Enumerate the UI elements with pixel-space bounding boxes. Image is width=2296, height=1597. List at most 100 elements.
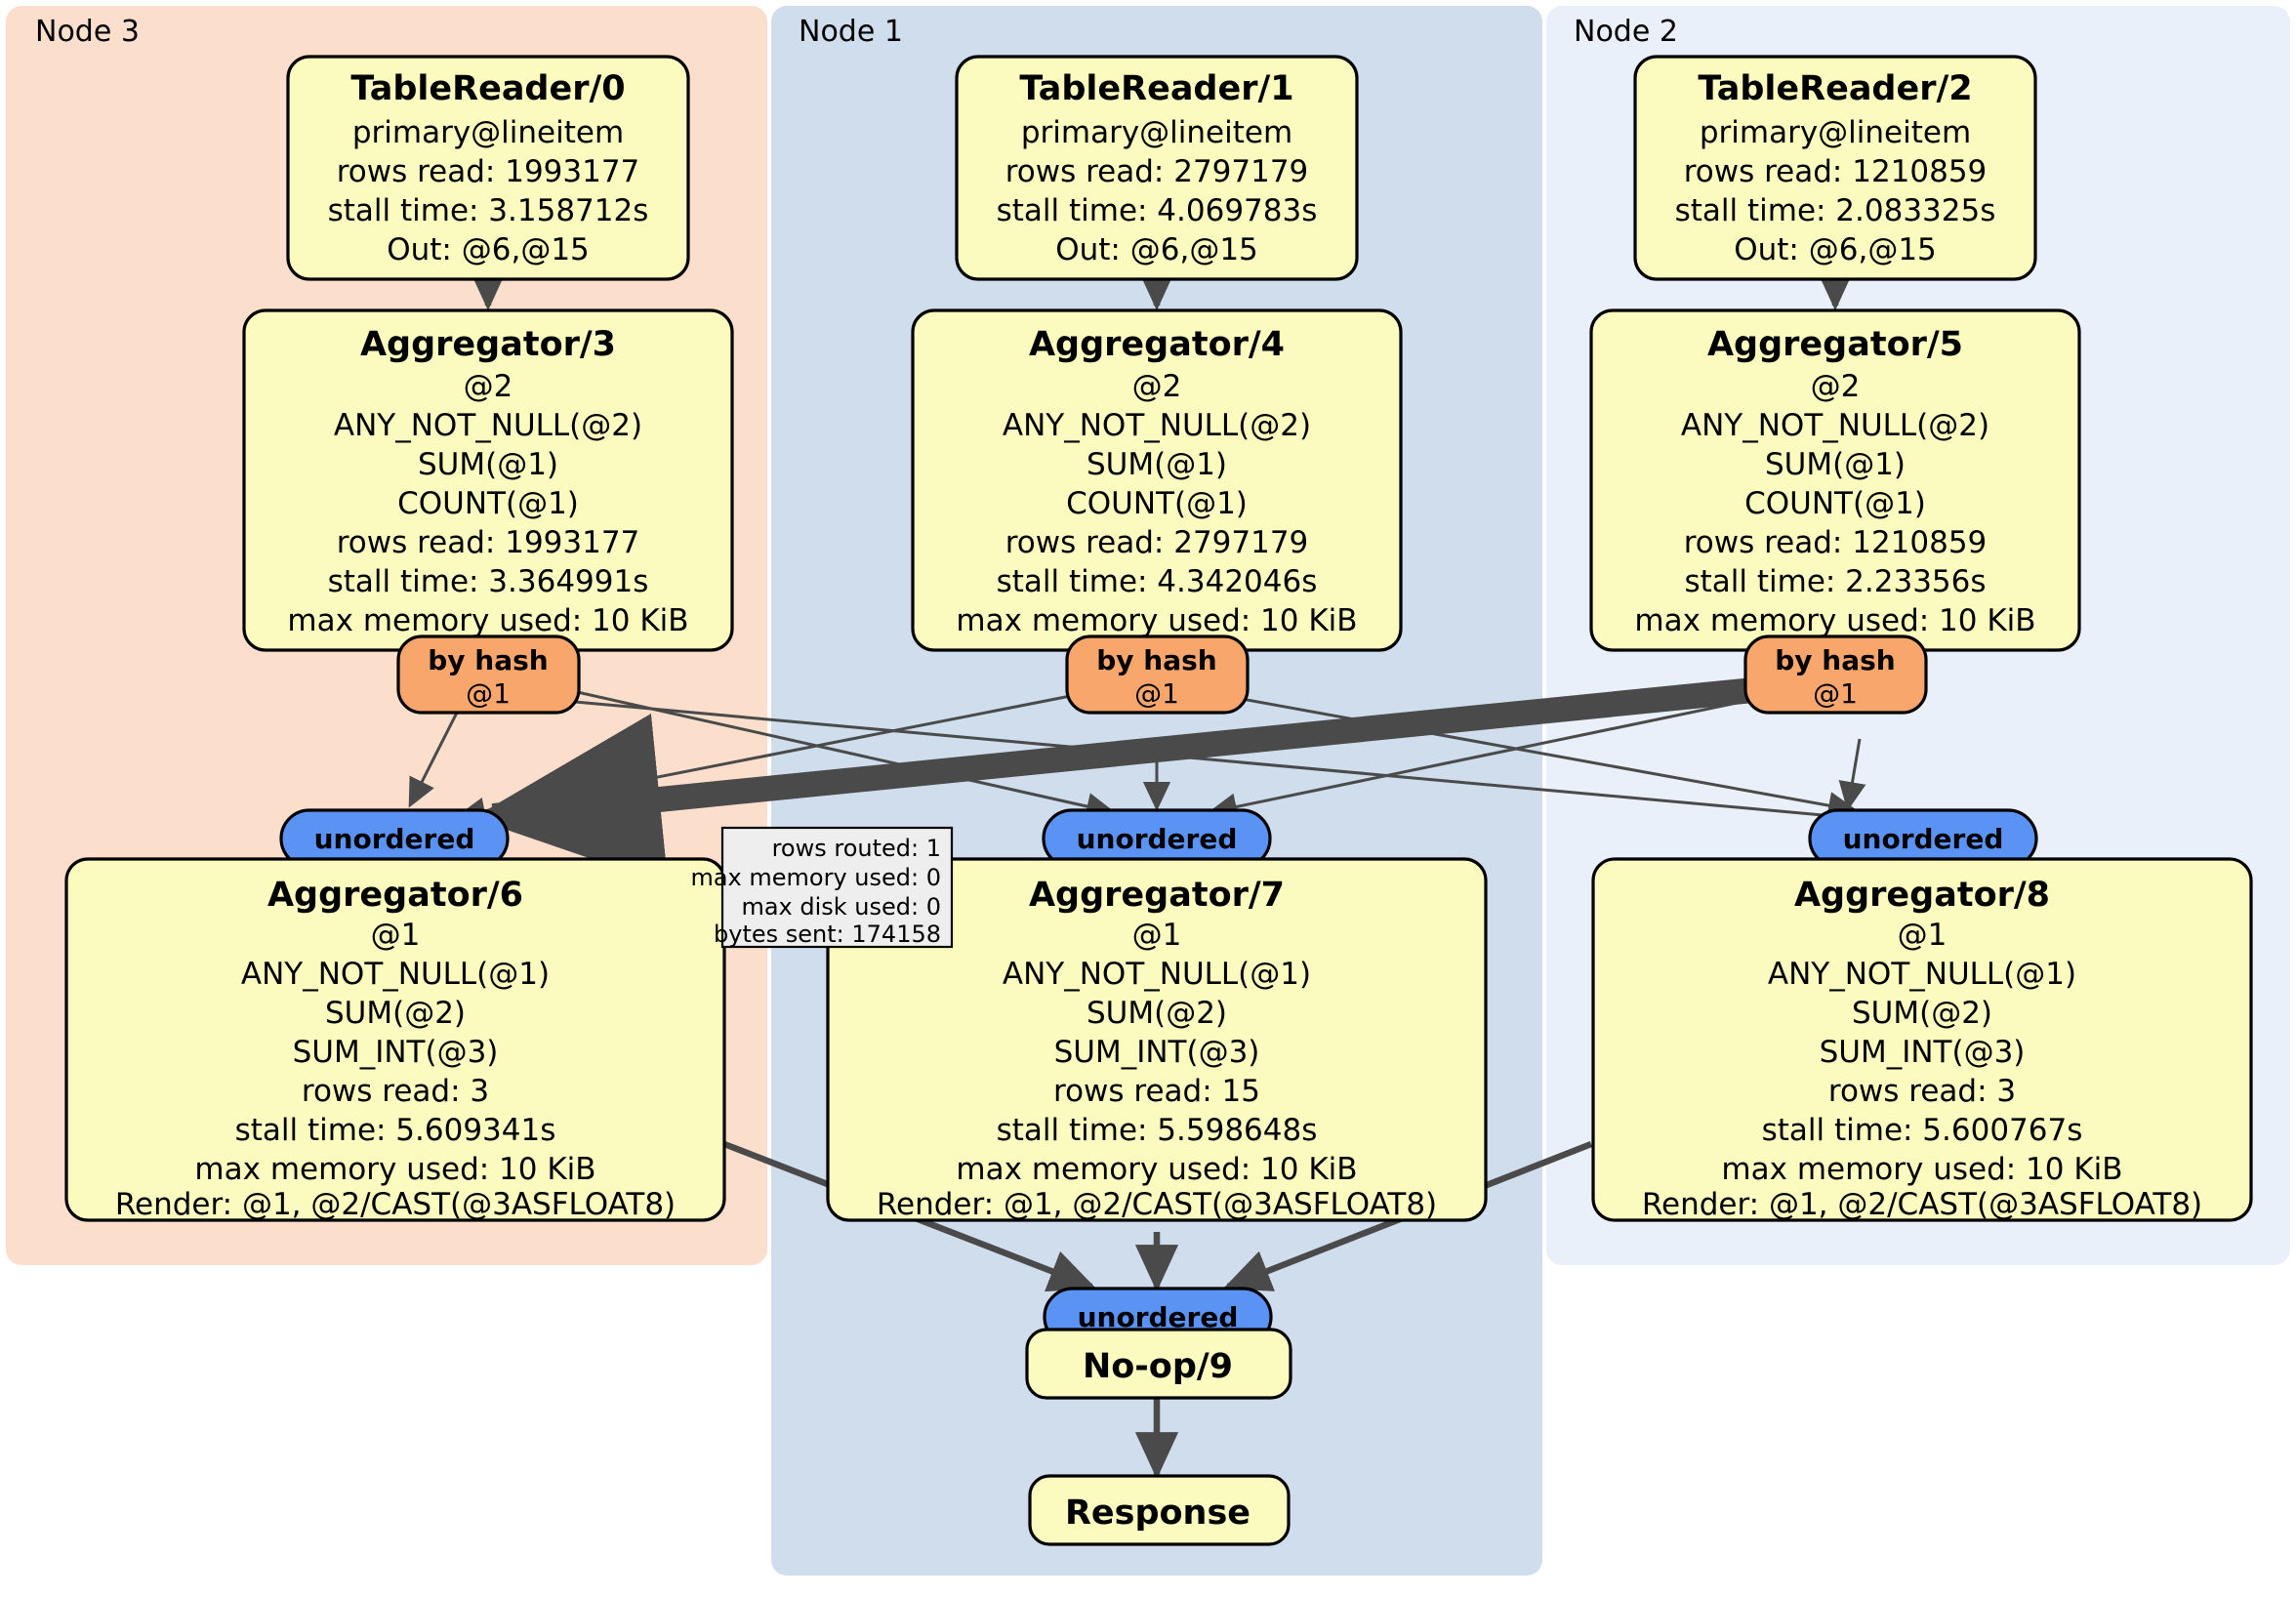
aggregator5-line-4: rows read: 1210859 — [1684, 525, 1988, 560]
aggregator4-line-3: COUNT(@1) — [1066, 486, 1248, 521]
edge-hash5-unord6 — [472, 673, 1804, 885]
aggregator7-line-0: @1 — [1132, 918, 1182, 953]
tablereader1-line-2: stall time: 4.069783s — [997, 193, 1318, 228]
cluster-node3-label: Node 3 — [35, 15, 140, 49]
byhash5-title: by hash — [1775, 644, 1895, 676]
processor-aggregator5[interactable]: Aggregator/5 @2 ANY_NOT_NULL(@2) SUM(@1)… — [1589, 308, 2081, 652]
aggregator6-line-4: rows read: 3 — [302, 1074, 489, 1109]
aggregator3-line-0: @2 — [464, 369, 513, 404]
aggregator7-line-1: ANY_NOT_NULL(@1) — [1003, 957, 1311, 992]
noop9-title: No-op/9 — [1083, 1347, 1233, 1386]
sync-unordered7[interactable]: unordered — [1042, 808, 1272, 869]
tablereader0-title: TableReader/0 — [350, 69, 625, 108]
aggregator4-line-2: SUM(@1) — [1086, 447, 1227, 482]
aggregator8-line-2: SUM(@2) — [1852, 996, 1992, 1031]
tablereader0-line-2: stall time: 3.158712s — [328, 193, 649, 228]
aggregator4-line-0: @2 — [1132, 369, 1182, 404]
aggregator7-title: Aggregator/7 — [1029, 876, 1285, 915]
byhash5-pill[interactable] — [1743, 635, 1928, 715]
edge-hash5-unord7 — [1208, 693, 1776, 821]
aggregator8-line-3: SUM_INT(@3) — [1820, 1035, 2026, 1070]
tablereader0-line-0: primary@lineitem — [352, 115, 624, 150]
processor-noop9[interactable]: No-op/9 — [1025, 1328, 1292, 1400]
aggregator4-line-4: rows read: 2797179 — [1005, 525, 1309, 560]
processor-tablereader2[interactable]: TableReader/2 primary@lineitem rows read… — [1633, 55, 2037, 281]
aggregator3-line-6: max memory used: 10 KiB — [287, 603, 688, 638]
sync-unordered8[interactable]: unordered — [1808, 808, 2038, 869]
router-byhash4[interactable]: by hash @1 — [1065, 635, 1250, 715]
processor-tablereader1[interactable]: TableReader/1 primary@lineitem rows read… — [955, 55, 1359, 281]
byhash4-pill[interactable] — [1065, 635, 1250, 715]
edge-stats-line-2: max disk used: 0 — [741, 893, 941, 921]
aggregator7-line-6: max memory used: 10 KiB — [956, 1152, 1357, 1187]
aggregator7-line-2: SUM(@2) — [1086, 996, 1227, 1031]
router-byhash3[interactable]: by hash @1 — [396, 635, 581, 715]
aggregator3-line-3: COUNT(@1) — [397, 486, 579, 521]
noop9-box[interactable] — [1025, 1328, 1292, 1400]
processor-aggregator3[interactable]: Aggregator/3 @2 ANY_NOT_NULL(@2) SUM(@1)… — [242, 308, 734, 652]
aggregator8-box[interactable] — [1591, 857, 2253, 1222]
aggregator6-line-1: ANY_NOT_NULL(@1) — [241, 957, 550, 992]
aggregator3-line-4: rows read: 1993177 — [337, 525, 640, 560]
unordered7-label: unordered — [1077, 823, 1238, 855]
aggregator3-title: Aggregator/3 — [360, 325, 616, 364]
aggregator7-line-4: rows read: 15 — [1053, 1074, 1260, 1109]
router-byhash5[interactable]: by hash @1 — [1743, 635, 1928, 715]
aggregator8-line-1: ANY_NOT_NULL(@1) — [1768, 957, 2076, 992]
cluster-node2-label: Node 2 — [1574, 15, 1678, 49]
aggregator6-line-5: stall time: 5.609341s — [235, 1113, 556, 1148]
processor-tablereader0[interactable]: TableReader/0 primary@lineitem rows read… — [286, 55, 690, 281]
tablereader1-line-1: rows read: 2797179 — [1005, 154, 1309, 189]
aggregator5-line-0: @2 — [1811, 369, 1861, 404]
edge-hash3-unord6 — [408, 712, 459, 808]
response-box[interactable] — [1028, 1474, 1291, 1546]
sync-unordered6[interactable]: unordered — [279, 808, 510, 869]
tablereader2-box[interactable] — [1633, 55, 2037, 281]
aggregator6-title: Aggregator/6 — [267, 876, 523, 915]
tablereader1-line-3: Out: @6,@15 — [1055, 232, 1258, 267]
aggregator8-line-6: max memory used: 10 KiB — [1721, 1152, 2122, 1187]
tablereader1-title: TableReader/1 — [1019, 69, 1293, 108]
aggregator8-line-5: stall time: 5.600767s — [1762, 1113, 2083, 1148]
byhash3-title: by hash — [428, 644, 548, 676]
aggregator4-line-5: stall time: 4.342046s — [997, 564, 1318, 599]
unordered6-label: unordered — [314, 823, 475, 855]
edge-stats-line-3: bytes sent: 174158 — [714, 921, 941, 948]
processor-aggregator7[interactable]: Aggregator/7 @1 ANY_NOT_NULL(@1) SUM(@2)… — [826, 857, 1488, 1222]
byhash5-sub: @1 — [1813, 677, 1858, 710]
aggregator6-line-2: SUM(@2) — [325, 996, 466, 1031]
aggregator3-line-1: ANY_NOT_NULL(@2) — [334, 408, 642, 443]
edge-stats-tooltip-box — [720, 826, 954, 949]
processor-aggregator8[interactable]: Aggregator/8 @1 ANY_NOT_NULL(@1) SUM(@2)… — [1591, 857, 2253, 1222]
aggregator7-line-7: Render: @1, @2/CAST(@3ASFLOAT8) — [877, 1187, 1437, 1222]
tablereader2-line-0: primary@lineitem — [1700, 115, 1971, 150]
aggregator5-line-5: stall time: 2.23356s — [1684, 564, 1986, 599]
tablereader0-box[interactable] — [286, 55, 690, 281]
aggregator6-box[interactable] — [64, 857, 726, 1222]
aggregator7-box[interactable] — [826, 857, 1488, 1222]
aggregator8-line-0: @1 — [1898, 918, 1948, 953]
processor-aggregator4[interactable]: Aggregator/4 @2 ANY_NOT_NULL(@2) SUM(@1)… — [911, 308, 1403, 652]
aggregator8-line-7: Render: @1, @2/CAST(@3ASFLOAT8) — [1642, 1187, 2202, 1222]
aggregator6-line-3: SUM_INT(@3) — [293, 1035, 499, 1070]
tablereader2-title: TableReader/2 — [1698, 69, 1972, 108]
tablereader1-box[interactable] — [955, 55, 1359, 281]
tablereader0-line-3: Out: @6,@15 — [387, 232, 590, 267]
aggregator4-line-1: ANY_NOT_NULL(@2) — [1003, 408, 1311, 443]
edge-hash5-unord8 — [1838, 738, 1866, 811]
tablereader2-line-1: rows read: 1210859 — [1684, 154, 1988, 189]
byhash3-sub: @1 — [466, 677, 511, 710]
processor-response[interactable]: Response — [1028, 1474, 1291, 1546]
edge-stats-line-1: max memory used: 0 — [690, 864, 941, 891]
tablereader2-line-3: Out: @6,@15 — [1734, 232, 1937, 267]
aggregator6-line-7: Render: @1, @2/CAST(@3ASFLOAT8) — [115, 1187, 676, 1222]
aggregator4-line-6: max memory used: 10 KiB — [956, 603, 1357, 638]
byhash3-pill[interactable] — [396, 635, 581, 715]
tablereader2-line-2: stall time: 2.083325s — [1675, 193, 1996, 228]
unordered8-label: unordered — [1843, 823, 2004, 855]
aggregator6-line-0: @1 — [371, 918, 421, 953]
aggregator3-line-2: SUM(@1) — [418, 447, 558, 482]
processor-aggregator6[interactable]: Aggregator/6 @1 ANY_NOT_NULL(@1) SUM(@2)… — [64, 857, 726, 1222]
edges-hash-to-unordered — [408, 673, 1866, 885]
